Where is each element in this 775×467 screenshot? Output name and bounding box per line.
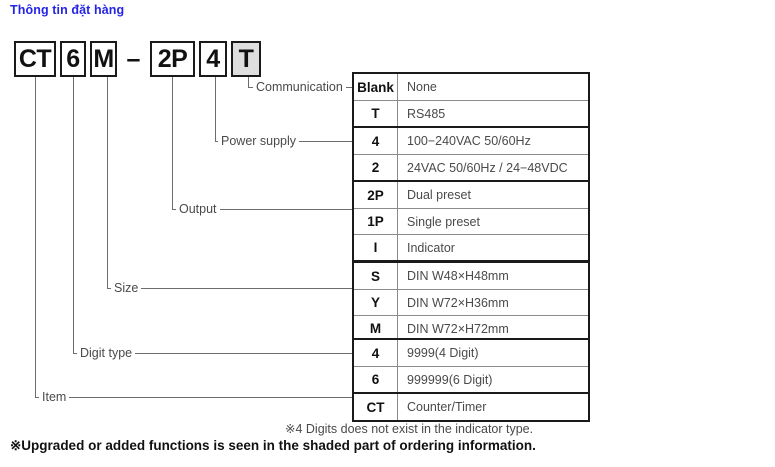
option-description: Counter/Timer bbox=[407, 400, 487, 414]
leader-vline-4 bbox=[73, 77, 74, 353]
option-code: 4 bbox=[354, 340, 398, 366]
option-description: Single preset bbox=[407, 214, 480, 229]
table-row: 2 24VAC 50/60Hz / 24−48VDC bbox=[354, 154, 588, 180]
table-row: 2P Dual preset bbox=[354, 182, 588, 208]
leader-vline-1 bbox=[215, 77, 216, 141]
option-code: 1P bbox=[354, 209, 398, 234]
option-description: Dual preset bbox=[407, 188, 471, 202]
leader-hline-3 bbox=[107, 288, 352, 289]
option-table-power-supply: 4 100−240VAC 50/60Hz 2 24VAC 50/60Hz / 24−4… bbox=[352, 126, 590, 182]
table-row: 4 9999(4 Digit) bbox=[354, 340, 588, 366]
model-code-segment-m: M bbox=[90, 41, 117, 77]
leader-label-output: Output bbox=[176, 202, 220, 216]
option-code: T bbox=[354, 101, 398, 126]
table-row: 6 999999(6 Digit) bbox=[354, 366, 588, 392]
leader-hline-5 bbox=[35, 397, 352, 398]
leader-label-communication: Communication bbox=[253, 80, 346, 94]
option-code: S bbox=[354, 263, 398, 289]
option-code: 6 bbox=[354, 367, 398, 392]
option-description: DIN W72×H72mm bbox=[407, 321, 509, 336]
leader-hline-4 bbox=[73, 353, 352, 354]
model-code-segment-t: T bbox=[231, 41, 261, 77]
leader-vline-5 bbox=[35, 77, 36, 397]
leader-label-size: Size bbox=[111, 281, 142, 295]
leader-vline-0 bbox=[248, 77, 249, 87]
table-row: I Indicator bbox=[354, 234, 588, 260]
option-table-item: CT Counter/Timer bbox=[352, 392, 590, 422]
leader-label-item: Item bbox=[39, 390, 70, 404]
model-code-segment-6: 6 bbox=[60, 41, 86, 77]
option-code: I bbox=[354, 235, 398, 260]
option-code: 2 bbox=[354, 155, 398, 180]
option-code: 2P bbox=[354, 182, 398, 208]
option-description: None bbox=[407, 80, 437, 94]
leader-label-power-supply: Power supply bbox=[218, 134, 300, 148]
model-code-separator: – bbox=[126, 44, 141, 73]
table-row: S DIN W48×H48mm bbox=[354, 263, 588, 289]
table-row: M DIN W72×H72mm bbox=[354, 315, 588, 341]
leader-hline-2 bbox=[172, 209, 352, 210]
model-code-segment-4: 4 bbox=[199, 41, 227, 77]
indicator-type-note: ※4 Digits does not exist in the indicato… bbox=[285, 422, 534, 436]
leader-vline-2 bbox=[172, 77, 173, 209]
option-description: 9999(4 Digit) bbox=[407, 346, 479, 360]
option-code: M bbox=[354, 316, 398, 341]
option-description: Indicator bbox=[407, 240, 455, 255]
leader-vline-3 bbox=[107, 77, 108, 288]
table-row: 4 100−240VAC 50/60Hz bbox=[354, 128, 588, 154]
table-row: CT Counter/Timer bbox=[354, 394, 588, 420]
option-code: Blank bbox=[354, 74, 398, 100]
option-description: DIN W72×H36mm bbox=[407, 295, 509, 310]
table-row: 1P Single preset bbox=[354, 208, 588, 234]
option-table-digit-type: 4 9999(4 Digit) 6 999999(6 Digit) bbox=[352, 338, 590, 394]
option-description: 24VAC 50/60Hz / 24−48VDC bbox=[407, 160, 568, 175]
option-code: 4 bbox=[354, 128, 398, 154]
option-description: RS485 bbox=[407, 106, 446, 121]
table-row: Blank None bbox=[354, 74, 588, 100]
option-code: CT bbox=[354, 394, 398, 420]
table-row: Y DIN W72×H36mm bbox=[354, 289, 588, 315]
option-description: DIN W48×H48mm bbox=[407, 269, 509, 283]
option-description: 100−240VAC 50/60Hz bbox=[407, 134, 531, 148]
leader-label-digit-type: Digit type bbox=[77, 346, 136, 360]
model-code-segment-ct: CT bbox=[14, 41, 56, 77]
page-title: Thông tin đặt hàng bbox=[10, 3, 125, 17]
option-description: 999999(6 Digit) bbox=[407, 372, 493, 387]
option-code: Y bbox=[354, 290, 398, 315]
table-row: T RS485 bbox=[354, 100, 588, 126]
model-code-segment-2p: 2P bbox=[150, 41, 195, 77]
shaded-part-note: ※Upgraded or added functions is seen in … bbox=[10, 438, 536, 453]
